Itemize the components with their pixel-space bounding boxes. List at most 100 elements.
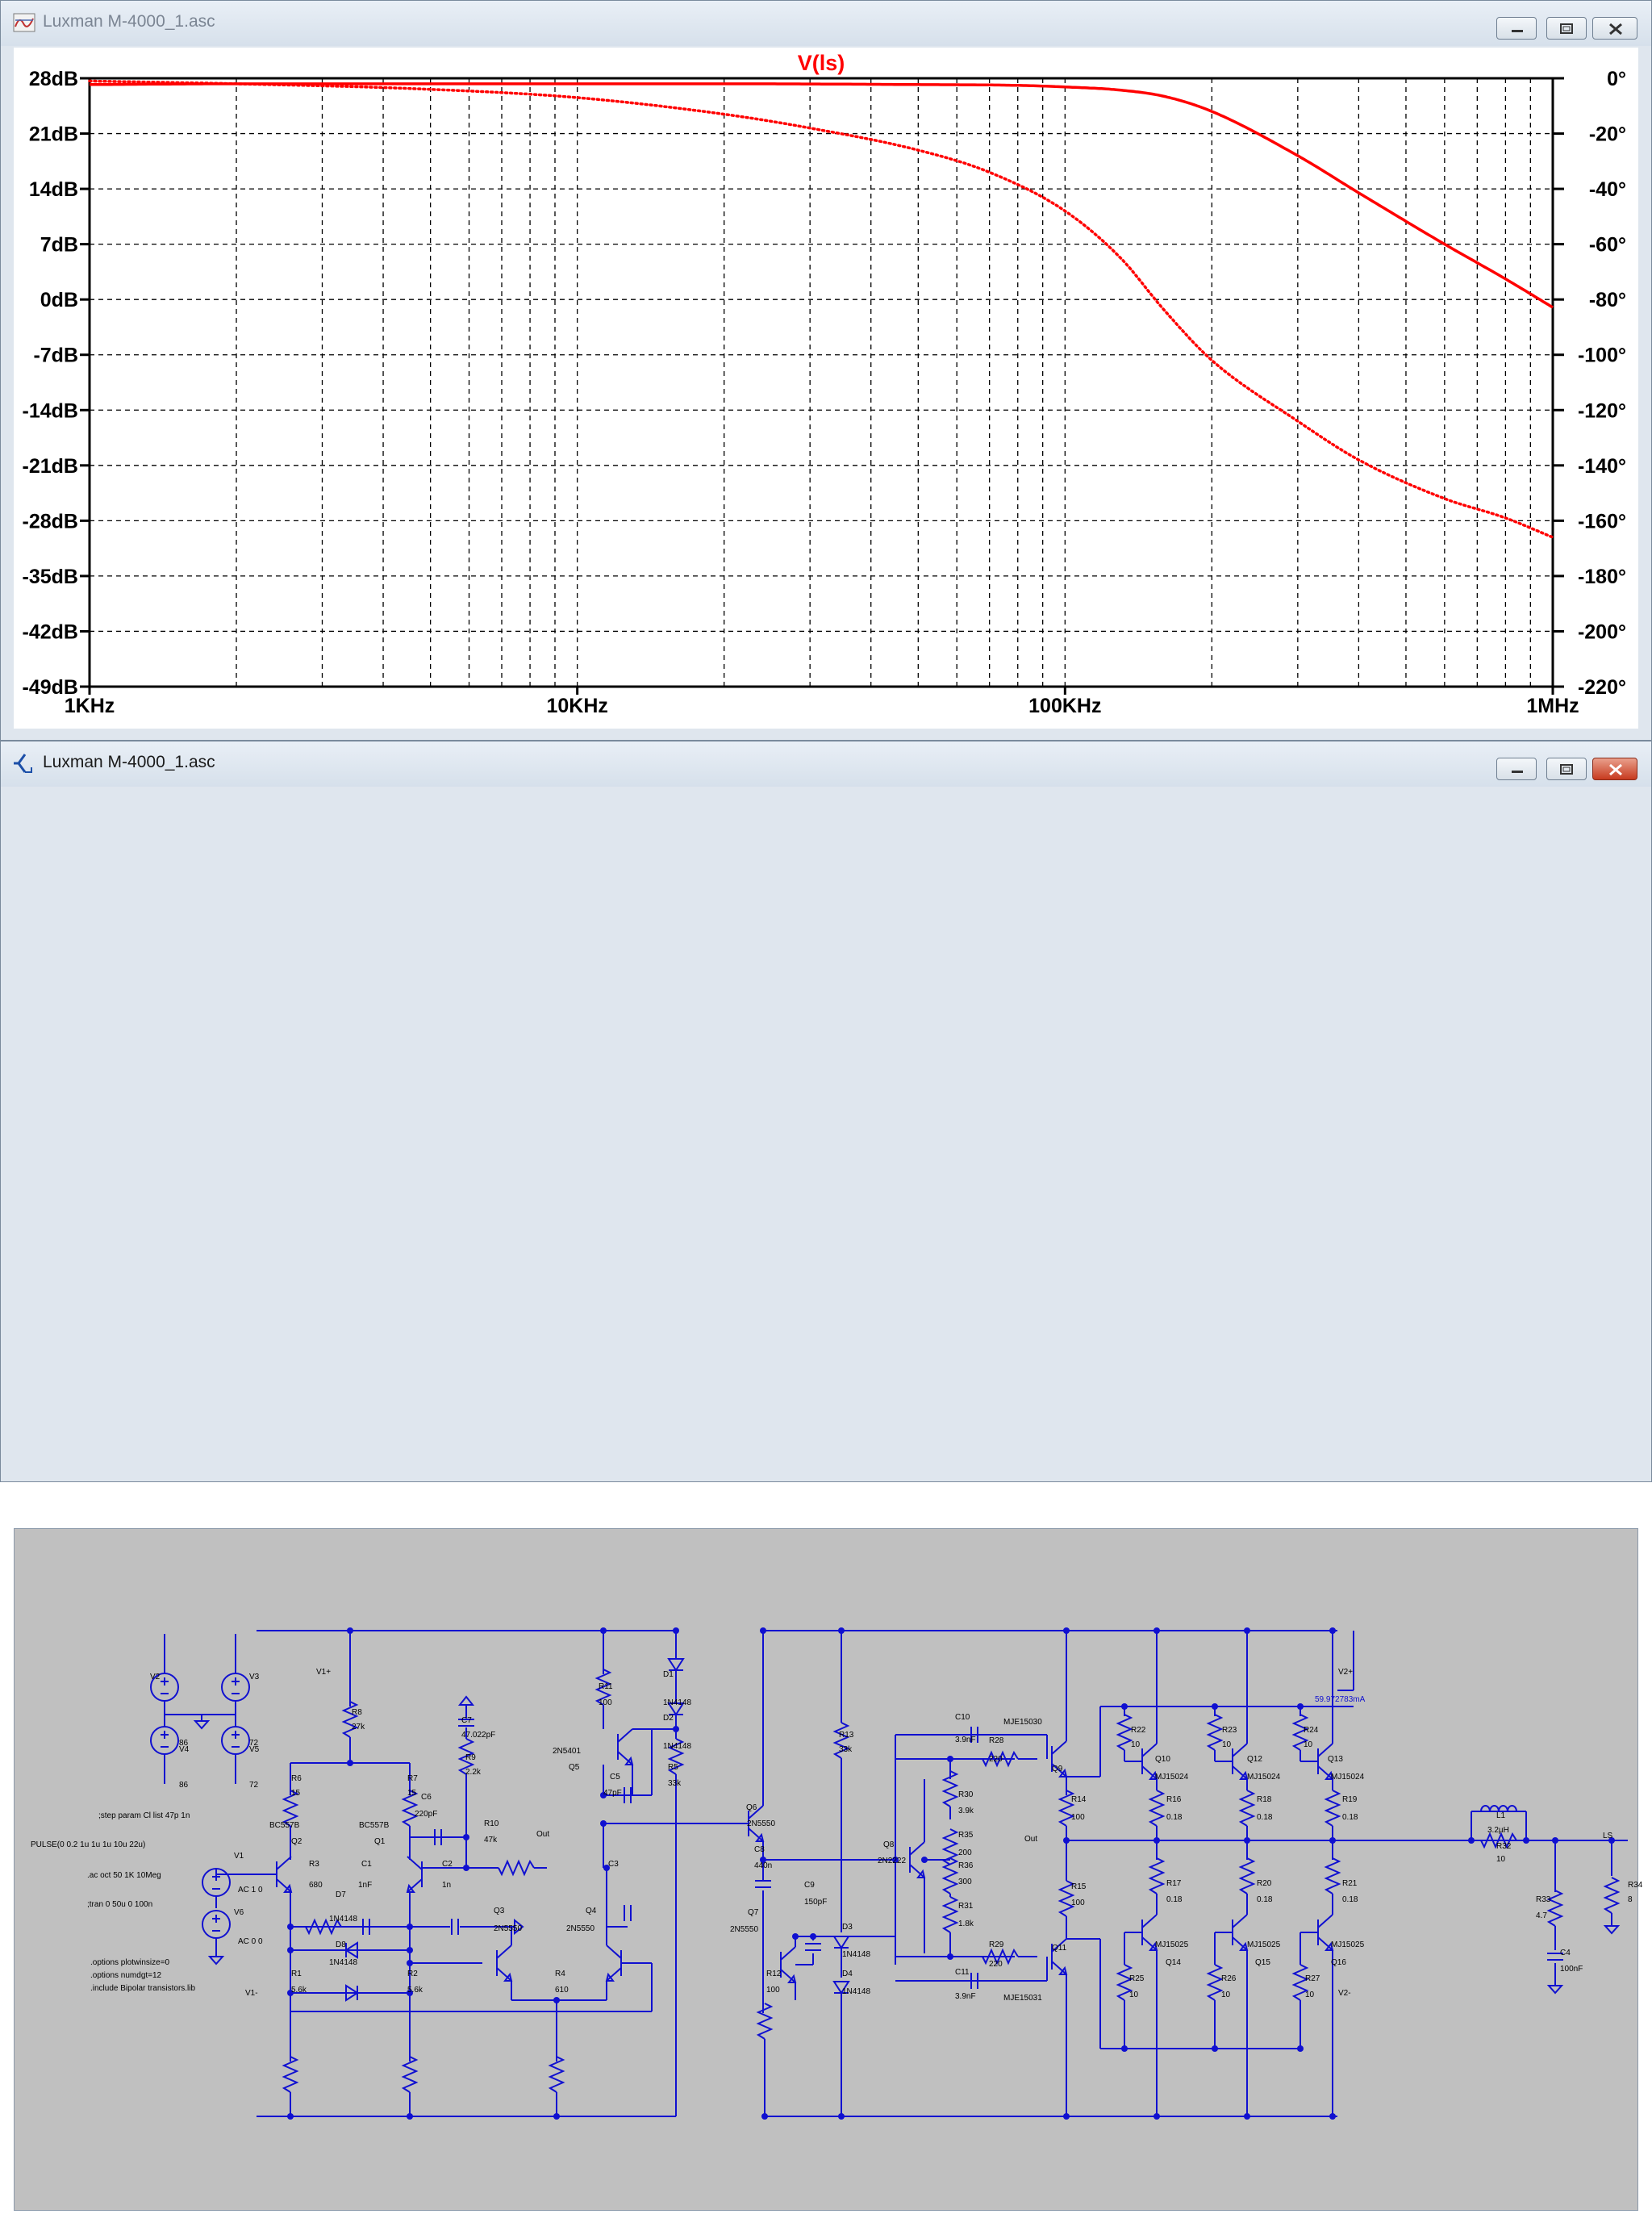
- transistor-q6[interactable]: [748, 1805, 765, 1842]
- resistor-emitter-top[interactable]: [1238, 1790, 1256, 1827]
- resistor-emitter-top[interactable]: [1324, 1790, 1341, 1827]
- chart-title[interactable]: V(ls): [798, 51, 845, 75]
- capacitor-c5[interactable]: [624, 1787, 632, 1803]
- resistor-driver-top[interactable]: [1206, 1714, 1224, 1751]
- transistor-q7[interactable]: [780, 1946, 797, 1983]
- resistor-r8[interactable]: [341, 1701, 359, 1738]
- resistor-driver-top[interactable]: [1291, 1714, 1309, 1751]
- close-button[interactable]: [1592, 17, 1637, 40]
- transistor-q1[interactable]: [406, 1856, 423, 1893]
- resistor-r6[interactable]: [282, 1790, 299, 1827]
- capacitor-c9[interactable]: [805, 1943, 821, 1951]
- voltage-source-v5[interactable]: [221, 1726, 250, 1755]
- plot-window-titlebar[interactable]: Luxman M-4000_1.asc: [1, 1, 1651, 46]
- resistor-r5[interactable]: [667, 1738, 685, 1775]
- schematic-window-titlebar[interactable]: Luxman M-4000_1.asc: [1, 741, 1651, 787]
- diode-d3[interactable]: [832, 1936, 850, 1949]
- resistor-r36[interactable]: [941, 1857, 959, 1894]
- inductor-body: [1480, 1805, 1517, 1812]
- transistor-q9[interactable]: [1051, 1740, 1068, 1777]
- resistor-emitter-bottom[interactable]: [1148, 1857, 1166, 1894]
- transistor-q11[interactable]: [1051, 1938, 1068, 1975]
- voltage-source-v2[interactable]: [150, 1673, 179, 1702]
- voltage-source-v4[interactable]: [150, 1726, 179, 1755]
- transistor-emitter: [1141, 1765, 1158, 1780]
- series-phase-line[interactable]: [88, 79, 1554, 539]
- resistor-r30[interactable]: [941, 1770, 959, 1807]
- capacitor-c4[interactable]: [1547, 1953, 1563, 1961]
- resistor-r2[interactable]: [401, 2056, 419, 2093]
- schematic-label: V1: [234, 1852, 244, 1861]
- transistor-q8[interactable]: [909, 1841, 926, 1878]
- resistor-r4[interactable]: [548, 2056, 565, 2093]
- voltage-source-v3[interactable]: [221, 1673, 250, 1702]
- resistor-r11[interactable]: [594, 1669, 612, 1706]
- resistor-body: [941, 1896, 959, 1933]
- resistor-driver-top[interactable]: [1116, 1714, 1133, 1751]
- maximize-button[interactable]: [1546, 758, 1587, 780]
- inductor[interactable]: [1480, 1805, 1517, 1812]
- capacitor-c6[interactable]: [434, 1829, 442, 1845]
- resistor-emitter-bottom[interactable]: [1324, 1857, 1341, 1894]
- resistor-r3[interactable]: [305, 1918, 342, 1936]
- voltage-source-v1[interactable]: [202, 1868, 231, 1897]
- transistor-emitter: [1317, 1765, 1333, 1780]
- resistor-body: [282, 2056, 299, 2093]
- resistor-r15[interactable]: [1058, 1880, 1075, 1917]
- diode-d4[interactable]: [832, 1981, 850, 1995]
- resistor-r34[interactable]: [1603, 1877, 1621, 1914]
- resistor-r10[interactable]: [498, 1859, 535, 1877]
- capacitor-c1[interactable]: [362, 1919, 370, 1935]
- diode-d8[interactable]: [345, 1984, 359, 2002]
- resistor-body: [1206, 1964, 1224, 2001]
- transistor-output-pnp[interactable]: [1317, 1914, 1334, 1951]
- resistor-emitter-bottom[interactable]: [1238, 1857, 1256, 1894]
- resistor-r33[interactable]: [1546, 1890, 1564, 1927]
- close-button[interactable]: [1592, 758, 1637, 780]
- resistor-r9[interactable]: [457, 1738, 475, 1775]
- bode-plot[interactable]: 28dB21dB14dB7dB0dB-7dB-14dB-21dB-28dB-35…: [14, 48, 1638, 729]
- resistor-r31[interactable]: [941, 1896, 959, 1933]
- diode-d2[interactable]: [667, 1702, 685, 1716]
- resistor-r14[interactable]: [1058, 1790, 1075, 1827]
- resistor-r13[interactable]: [832, 1722, 850, 1759]
- capacitor-c2[interactable]: [451, 1919, 459, 1935]
- minimize-button[interactable]: [1496, 17, 1537, 40]
- capacitor-c11[interactable]: [970, 1973, 978, 1989]
- capacitor-c8[interactable]: [755, 1880, 771, 1888]
- transistor-output-pnp[interactable]: [1232, 1914, 1249, 1951]
- resistor-driver-bottom[interactable]: [1291, 1964, 1309, 2001]
- diode-d1[interactable]: [667, 1658, 685, 1672]
- capacitor-c3[interactable]: [624, 1905, 632, 1921]
- resistor-r32[interactable]: [1480, 1832, 1517, 1849]
- resistor-r12[interactable]: [756, 2003, 774, 2040]
- transistor-q5[interactable]: [617, 1728, 634, 1765]
- resistor-r7[interactable]: [401, 1790, 419, 1827]
- series-magnitude-line[interactable]: [90, 82, 1554, 309]
- resistor-r29[interactable]: [982, 1948, 1019, 1965]
- transistor-q4[interactable]: [605, 1945, 622, 1982]
- resistor-r28[interactable]: [982, 1750, 1019, 1768]
- transistor-q3[interactable]: [496, 1945, 513, 1982]
- capacitor-c10[interactable]: [970, 1727, 978, 1743]
- resistor-r35[interactable]: [941, 1828, 959, 1865]
- capacitor-c7[interactable]: [458, 1719, 474, 1727]
- resistor-driver-bottom[interactable]: [1206, 1964, 1224, 2001]
- transistor-output-npn[interactable]: [1317, 1743, 1334, 1780]
- schematic-label: 100: [599, 1698, 612, 1707]
- transistor-output-npn[interactable]: [1232, 1743, 1249, 1780]
- resistor-driver-bottom[interactable]: [1116, 1964, 1133, 2001]
- diode-d7[interactable]: [344, 1941, 358, 1959]
- transistor-q2[interactable]: [276, 1856, 293, 1893]
- transistor-output-npn[interactable]: [1141, 1743, 1158, 1780]
- schematic-label: MJE15030: [1003, 1718, 1042, 1727]
- voltage-source-v6[interactable]: [202, 1910, 231, 1939]
- transistor-output-pnp[interactable]: [1141, 1914, 1158, 1951]
- maximize-button[interactable]: [1546, 17, 1587, 40]
- resistor-r1[interactable]: [282, 2056, 299, 2093]
- resistor-emitter-top[interactable]: [1148, 1790, 1166, 1827]
- minimize-button[interactable]: [1496, 758, 1537, 780]
